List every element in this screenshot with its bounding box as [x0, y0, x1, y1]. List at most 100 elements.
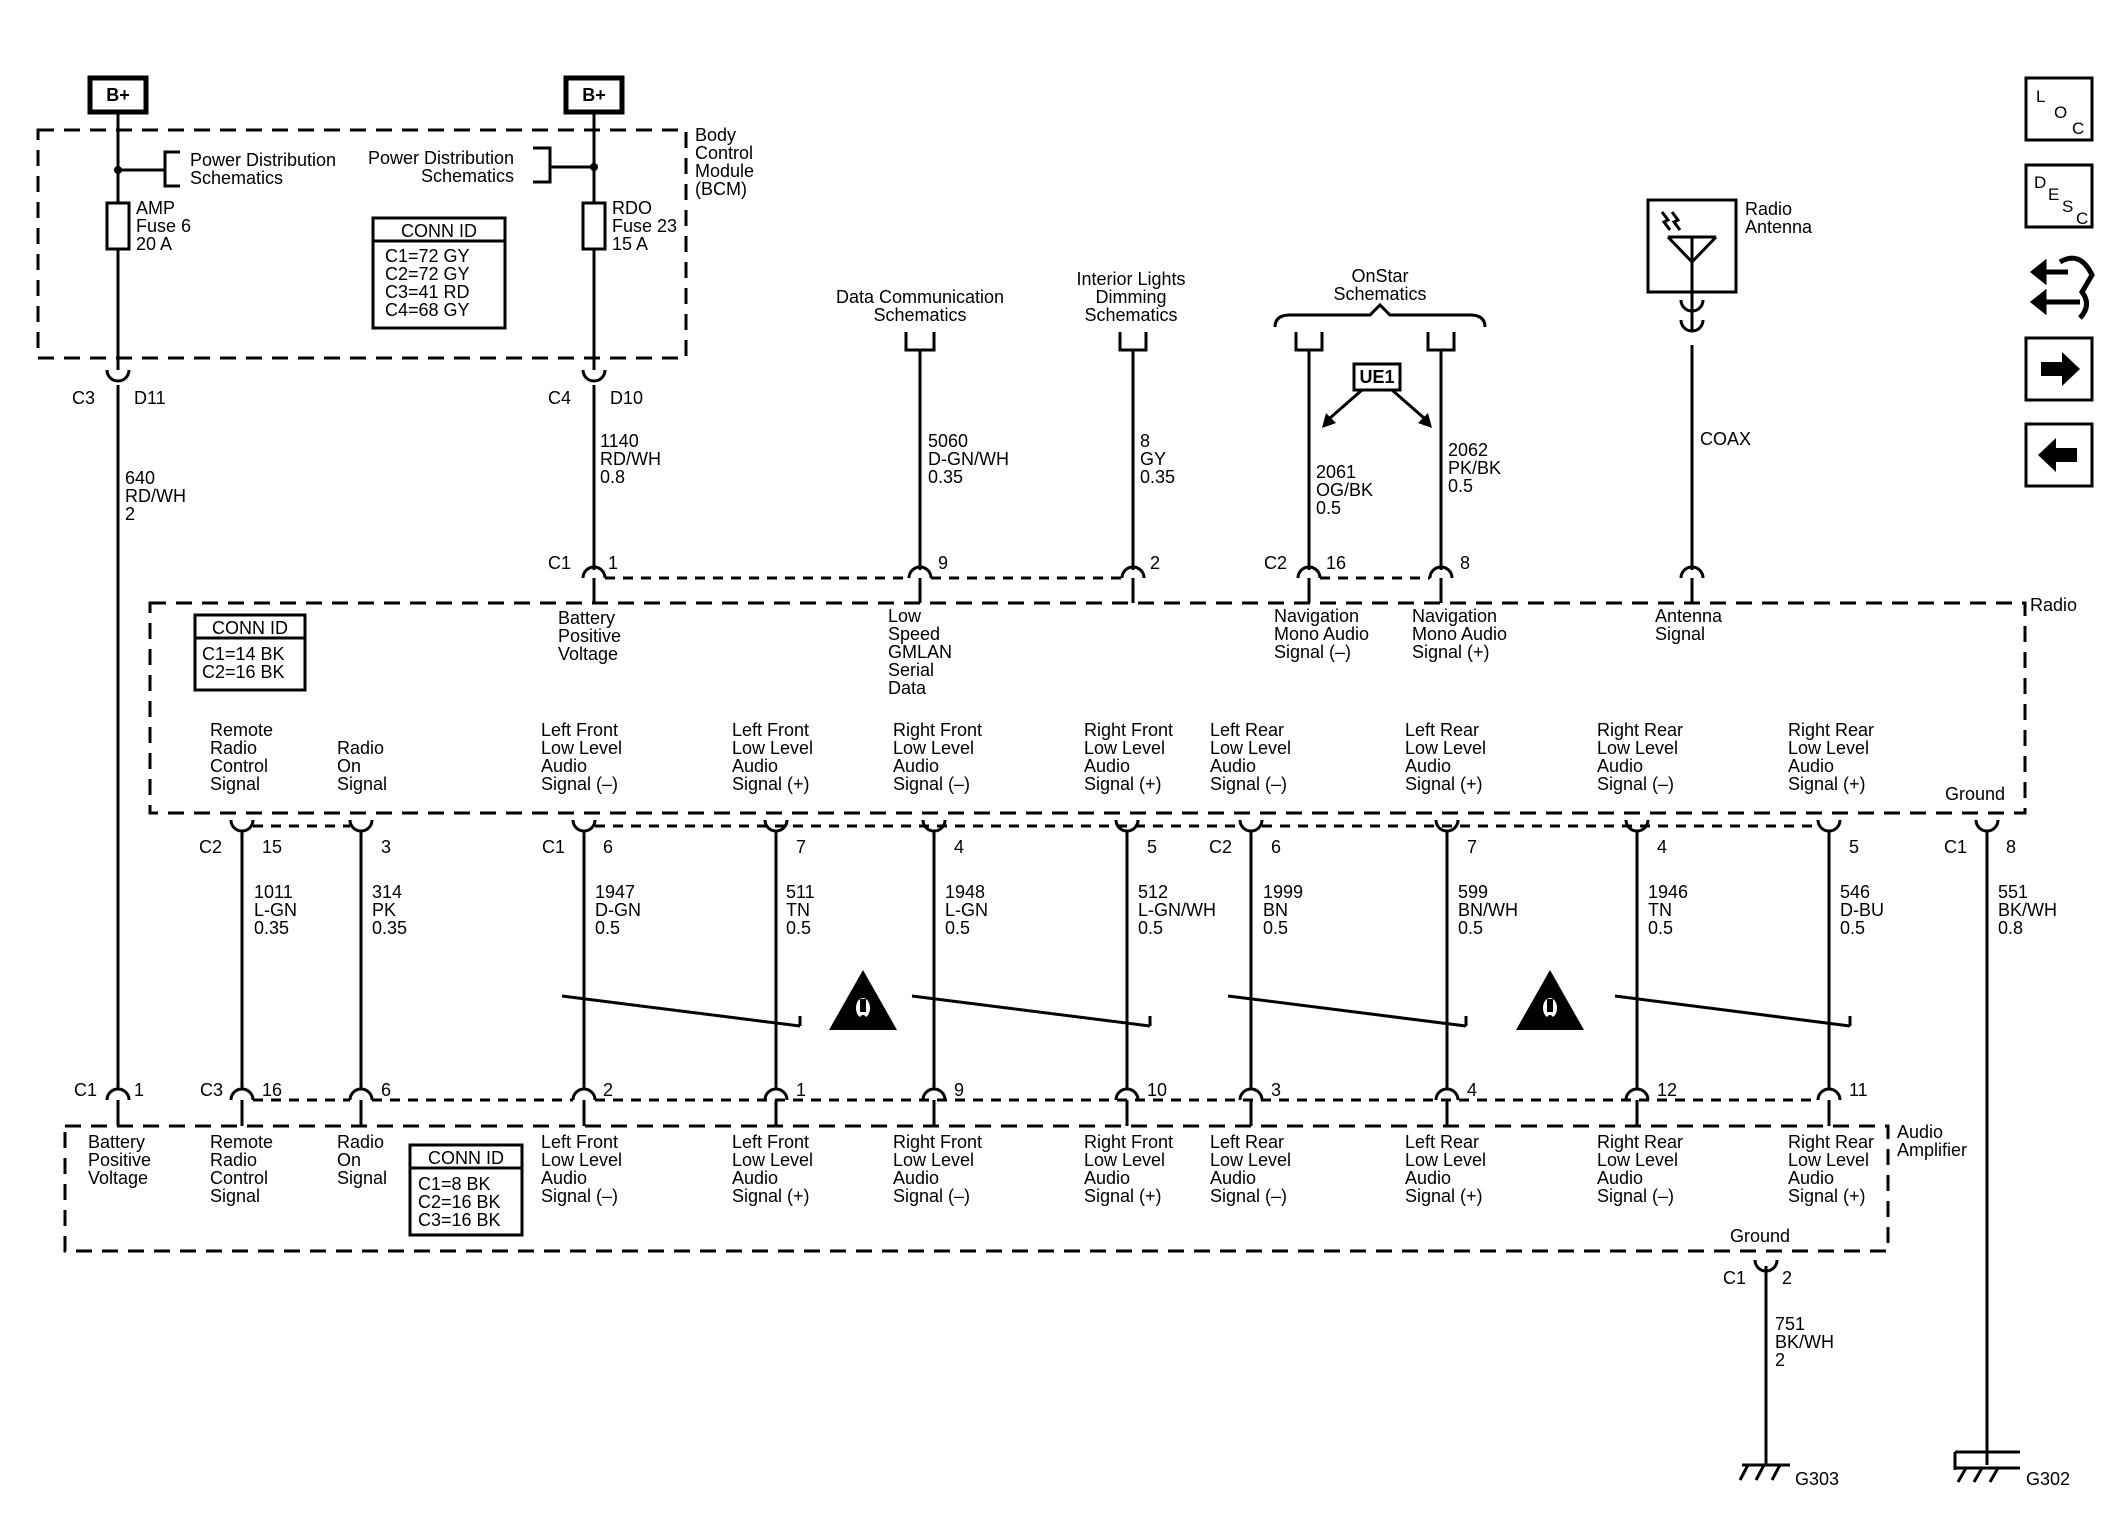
- radio-name: Radio: [2030, 595, 2077, 615]
- svg-text:Audio: Audio: [1597, 1168, 1643, 1188]
- svg-text:2062: 2062: [1448, 440, 1488, 460]
- pin-label: 16: [1326, 553, 1346, 573]
- svg-text:1: 1: [796, 1080, 806, 1100]
- svg-text:C1=14 BK: C1=14 BK: [202, 644, 285, 664]
- svg-text:C2=72 GY: C2=72 GY: [385, 264, 470, 284]
- svg-text:0.5: 0.5: [945, 918, 970, 938]
- svg-text:Speed: Speed: [888, 624, 940, 644]
- svg-text:Audio: Audio: [893, 1168, 939, 1188]
- radio-gmlan-signal: Low Speed GMLAN Serial Data: [888, 606, 952, 698]
- radio-bottom-connectors: [229, 819, 2000, 833]
- svg-text:Mono Audio: Mono Audio: [1274, 624, 1369, 644]
- svg-text:Navigation: Navigation: [1274, 606, 1359, 626]
- svg-text:Signal (+): Signal (+): [732, 774, 810, 794]
- fuse-amp: [105, 201, 131, 251]
- radio-lf-minus-signal: Left Front Low Level Audio Signal (–): [541, 720, 622, 794]
- svg-text:4: 4: [954, 837, 964, 857]
- svg-text:2: 2: [1775, 1350, 1785, 1370]
- svg-text:0.8: 0.8: [1998, 918, 2023, 938]
- svg-text:Low Level: Low Level: [1788, 738, 1869, 758]
- svg-text:Signal (–): Signal (–): [1274, 642, 1351, 662]
- svg-text:Remote: Remote: [210, 1132, 273, 1152]
- svg-text:BK/WH: BK/WH: [1998, 900, 2057, 920]
- svg-text:Radio: Radio: [337, 1132, 384, 1152]
- pin-label: D11: [134, 388, 166, 408]
- amp-ground-signal: Ground: [1730, 1226, 1790, 1246]
- svg-text:D-BU: D-BU: [1840, 900, 1884, 920]
- svg-text:OG/BK: OG/BK: [1316, 480, 1373, 500]
- svg-text:0.5: 0.5: [1458, 918, 1483, 938]
- radio-lr-minus-signal: Left Rear Low Level Audio Signal (–): [1210, 720, 1291, 794]
- wrench-icon: [2029, 255, 2095, 320]
- svg-text:Left Rear: Left Rear: [1405, 720, 1479, 740]
- svg-text:5060: 5060: [928, 431, 968, 451]
- svg-text:7: 7: [1467, 837, 1477, 857]
- svg-text:RD/WH: RD/WH: [125, 486, 186, 506]
- arrow-left-icon: [2038, 438, 2077, 472]
- svg-text:C3=16 BK: C3=16 BK: [418, 1210, 501, 1230]
- svg-text:Audio: Audio: [1788, 756, 1834, 776]
- svg-text:Low Level: Low Level: [732, 1150, 813, 1170]
- desc-button[interactable]: [2024, 163, 2094, 229]
- svg-text:Signal (+): Signal (+): [732, 1186, 810, 1206]
- fuse-rdo-label: RDO Fuse 23 15 A: [612, 198, 677, 254]
- svg-text:Low Level: Low Level: [1405, 1150, 1486, 1170]
- svg-text:640: 640: [125, 468, 155, 488]
- svg-text:Low Level: Low Level: [541, 1150, 622, 1170]
- svg-text:Radio: Radio: [210, 1150, 257, 1170]
- svg-text:1948: 1948: [945, 882, 985, 902]
- svg-text:11: 11: [1849, 1080, 1868, 1100]
- svg-text:Control: Control: [695, 143, 753, 163]
- svg-text:4: 4: [1657, 837, 1667, 857]
- svg-text:Signal (–): Signal (–): [541, 774, 618, 794]
- svg-text:5: 5: [1849, 837, 1859, 857]
- svg-text:0.8: 0.8: [600, 467, 625, 487]
- svg-text:512: 512: [1138, 882, 1168, 902]
- svg-text:2061: 2061: [1316, 462, 1356, 482]
- radio-battery-signal: Battery Positive Voltage: [558, 608, 621, 664]
- svg-text:551: 551: [1998, 882, 2028, 902]
- svg-text:TN: TN: [786, 900, 810, 920]
- radio-nav-minus-signal: Navigation Mono Audio Signal (–): [1274, 606, 1369, 662]
- svg-text:Left Front: Left Front: [541, 720, 618, 740]
- svg-text:0.35: 0.35: [372, 918, 407, 938]
- svg-text:Positive: Positive: [558, 626, 621, 646]
- ground-g303-label: G303: [1795, 1469, 1839, 1489]
- svg-text:Audio: Audio: [1210, 756, 1256, 776]
- svg-text:Signal: Signal: [210, 1186, 260, 1206]
- amp-top-connectors: [105, 1087, 1842, 1101]
- svg-text:0.5: 0.5: [1448, 476, 1473, 496]
- svg-text:PK: PK: [372, 900, 396, 920]
- power-distribution-left-label: Power Distribution Schematics: [190, 150, 336, 188]
- wire-label-1140: 1140 RD/WH 0.8: [600, 431, 661, 487]
- svg-text:(BCM): (BCM): [695, 179, 747, 199]
- svg-text:Fuse 6: Fuse 6: [136, 216, 191, 236]
- radio-remote-signal: Remote Radio Control Signal: [210, 720, 273, 794]
- radio-lr-plus-signal: Left Rear Low Level Audio Signal (+): [1405, 720, 1486, 794]
- svg-text:Radio: Radio: [210, 738, 257, 758]
- svg-text:C1: C1: [74, 1080, 97, 1100]
- svg-text:Schematics: Schematics: [1084, 305, 1177, 325]
- svg-text:L: L: [2036, 87, 2045, 106]
- svg-text:D-GN/WH: D-GN/WH: [928, 449, 1009, 469]
- svg-text:Low Level: Low Level: [732, 738, 813, 758]
- loc-button[interactable]: [2024, 76, 2094, 142]
- svg-text:Signal (–): Signal (–): [1597, 774, 1674, 794]
- svg-text:PK/BK: PK/BK: [1448, 458, 1501, 478]
- svg-text:Left Front: Left Front: [732, 720, 809, 740]
- conn-id-amp-box: [408, 1143, 524, 1237]
- radio-nav-plus-signal: Navigation Mono Audio Signal (+): [1412, 606, 1507, 662]
- svg-text:BK/WH: BK/WH: [1775, 1332, 1834, 1352]
- svg-text:15: 15: [262, 837, 282, 857]
- svg-text:0.35: 0.35: [928, 467, 963, 487]
- svg-text:GY: GY: [1140, 449, 1166, 469]
- onstar-schematics-label: OnStar Schematics: [1333, 266, 1426, 304]
- svg-text:Audio: Audio: [1084, 1168, 1130, 1188]
